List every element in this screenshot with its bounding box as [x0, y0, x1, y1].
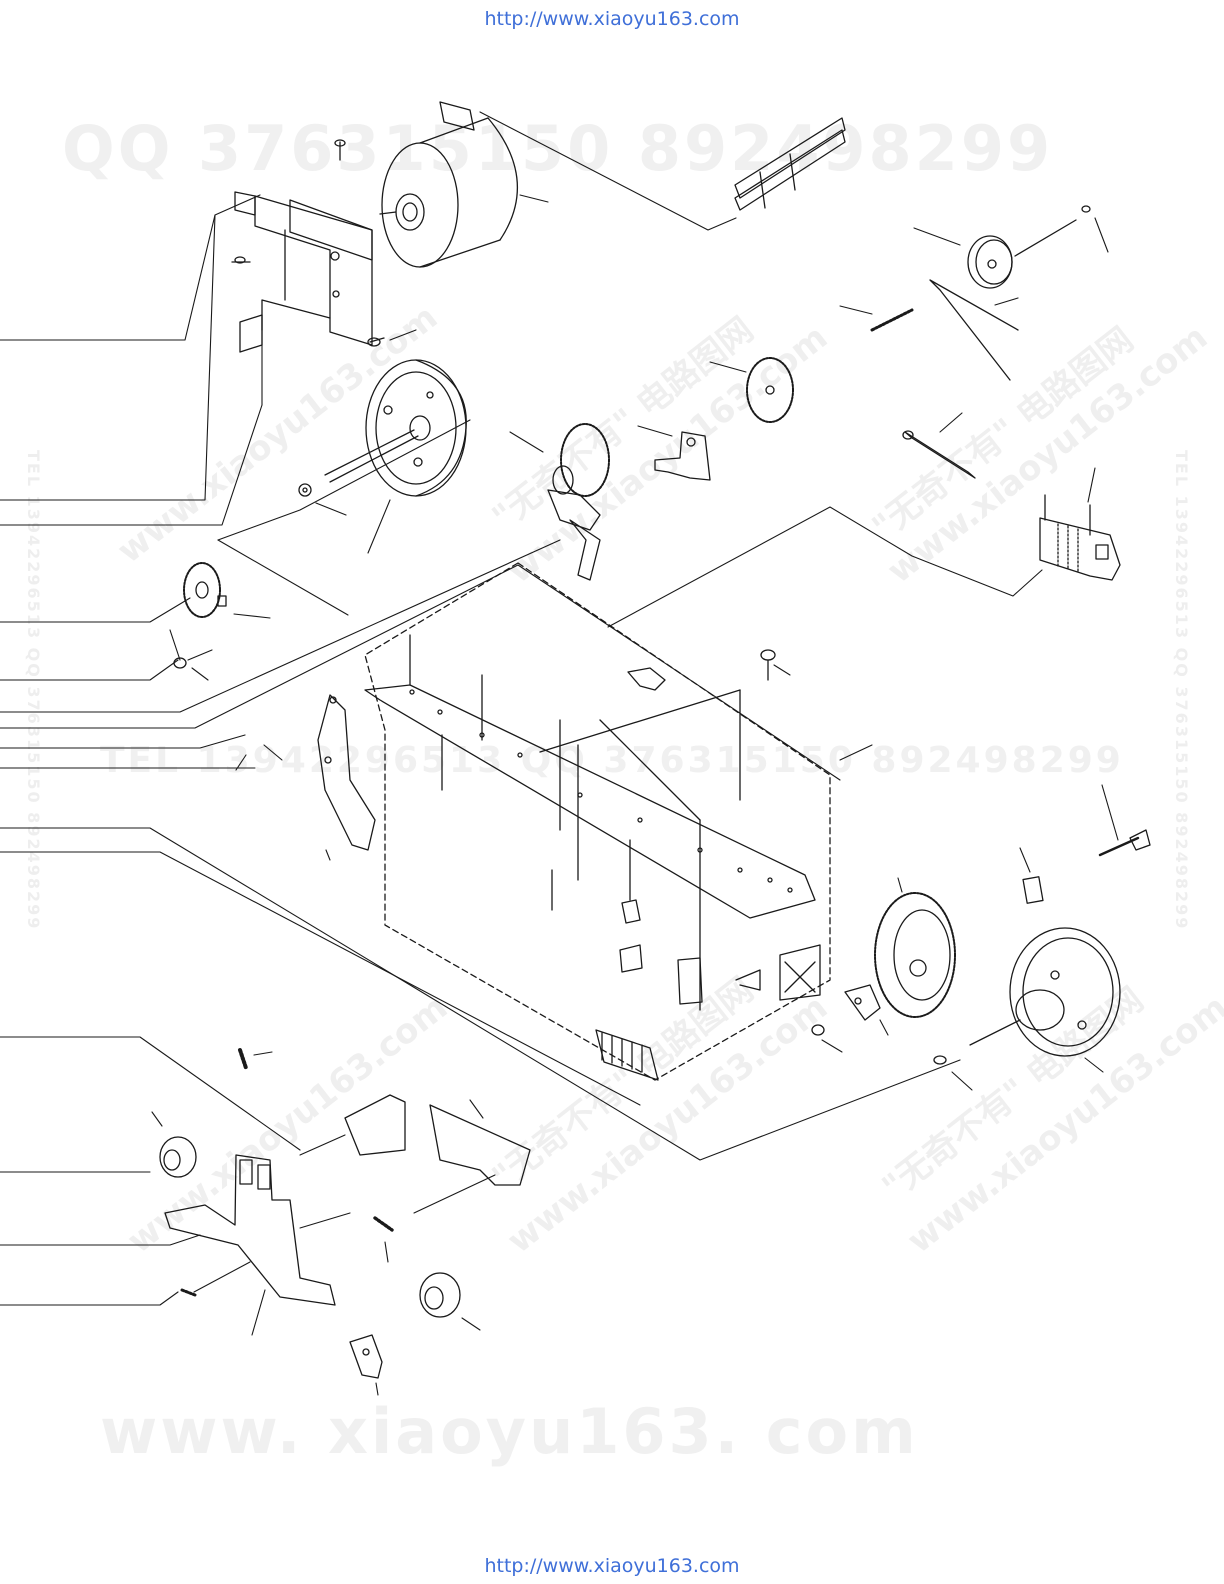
flywheel — [325, 360, 466, 496]
callout-ticks — [152, 195, 1118, 1395]
side-lever — [318, 695, 375, 850]
washer — [299, 484, 311, 496]
pinch-roller-left — [160, 1137, 196, 1177]
capstan-motor — [380, 102, 517, 267]
pinch-roller-right — [420, 1273, 460, 1317]
shaft-spring — [872, 310, 912, 330]
reel-gear — [875, 893, 955, 1017]
connector — [596, 668, 665, 1080]
routing-lines — [194, 112, 1042, 1292]
top-screw — [1082, 206, 1090, 212]
solenoid-plunger — [903, 431, 975, 478]
reel-bolt — [1100, 830, 1150, 855]
callout-leaders-left — [0, 195, 960, 1305]
pinch-lever — [655, 432, 710, 480]
brake-plate — [812, 985, 880, 1035]
small-gear — [184, 563, 226, 617]
wire-spring — [930, 280, 1018, 380]
spring-clip — [174, 658, 186, 668]
header-url[interactable]: http://www.xiaoyu163.com — [484, 8, 740, 30]
head-mount-bracket — [350, 1335, 382, 1378]
footer-url[interactable]: http://www.xiaoyu163.com — [484, 1555, 740, 1577]
motor-screw — [335, 140, 345, 160]
circuit-board — [365, 563, 830, 1080]
base-spring — [182, 1050, 246, 1295]
solenoid-coil — [1040, 495, 1120, 580]
reel-spacer — [1023, 877, 1043, 903]
idler-gear — [747, 358, 793, 422]
head-base — [165, 1095, 530, 1305]
board-screw — [761, 650, 775, 680]
flat-cable — [735, 118, 845, 210]
gear-arm-assembly — [548, 424, 609, 580]
motor-bracket — [235, 192, 372, 352]
bracket-screw — [232, 257, 384, 346]
tension-spring — [375, 1218, 392, 1230]
reel-flywheel — [934, 928, 1120, 1064]
pulley — [968, 220, 1076, 288]
